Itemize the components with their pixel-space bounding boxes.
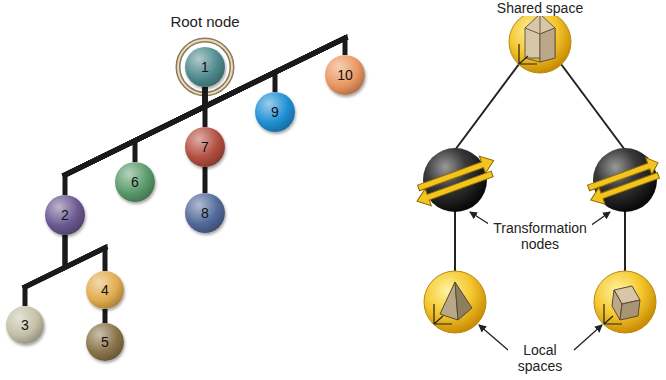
node-number: 3 [21,317,29,333]
node-number: 2 [61,207,69,223]
transformation-sphere [410,148,501,212]
tree-connector [103,309,108,323]
tree-connector [203,167,208,193]
tree-bar [65,38,345,175]
tree-bar [65,38,345,175]
annotation-label: Shared space [495,0,585,16]
tree-node-sphere: 1 [185,47,225,87]
annotation-label: Local spaces [508,342,572,374]
transformation-sphere [584,148,666,212]
tree-node-sphere: 10 [325,55,365,95]
root-ring [178,40,232,94]
tree-node-sphere: 3 [6,306,44,344]
node-number: 8 [201,205,209,221]
tree-node-sphere: 4 [86,271,124,309]
local-space-sphere [594,271,656,333]
node-number: 7 [201,139,209,155]
local-space-sphere [424,271,486,333]
shared-space-sphere [509,11,571,73]
tree-node-sphere: 8 [185,193,225,233]
tree-node-sphere: 9 [255,92,295,132]
annotation-label: Transformation nodes [488,220,592,252]
tree-connector [65,235,105,271]
tree-bar [65,38,345,175]
leader-line [470,212,610,350]
node-number: 9 [271,104,279,120]
tree-bar [65,38,345,175]
node-number: 10 [337,67,353,83]
node-number: 6 [131,174,139,190]
tree-node-sphere: 5 [86,323,124,361]
tree-node-sphere: 6 [115,162,155,202]
tree-bar [65,38,345,175]
node-number: 5 [101,334,109,350]
tree-node-sphere: 2 [45,195,85,235]
annotation-label: Root node [168,13,241,30]
node-number: 1 [201,59,209,75]
node-number: 4 [101,282,109,298]
tree-node-sphere: 7 [185,127,225,167]
